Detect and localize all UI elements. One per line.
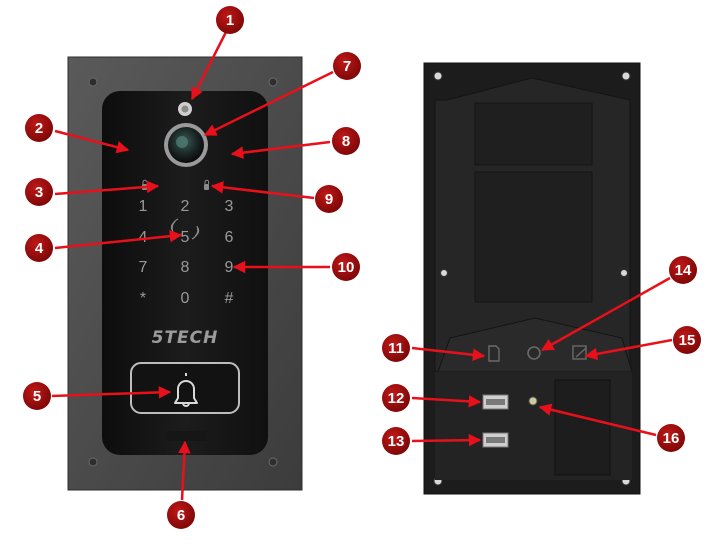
arrow-4	[54, 229, 183, 250]
arrow-13	[411, 433, 482, 447]
arrow-3	[54, 180, 160, 196]
svg-text:12: 12	[388, 390, 405, 407]
bell-icon	[174, 373, 198, 407]
arrow-9	[210, 181, 315, 200]
svg-text:8: 8	[342, 133, 350, 150]
key-hash[interactable]: #	[225, 290, 234, 307]
screw-icon	[433, 71, 443, 81]
svg-text:2: 2	[35, 120, 43, 137]
arrow-8	[230, 140, 331, 159]
svg-text:1: 1	[226, 12, 234, 29]
svg-text:16: 16	[663, 430, 680, 447]
callout-3: 3	[25, 178, 53, 206]
call-button[interactable]	[130, 362, 240, 414]
callout-6: 6	[167, 501, 195, 529]
arrow-12	[411, 395, 482, 408]
callout-14: 14	[669, 256, 697, 284]
screw-icon	[620, 269, 628, 277]
callout-15: 15	[673, 326, 701, 354]
key-2[interactable]: 2	[181, 198, 190, 215]
arrow-7	[203, 70, 334, 137]
svg-text:5: 5	[33, 388, 41, 405]
key-7[interactable]: 7	[139, 259, 148, 276]
back-recess-lower	[474, 171, 593, 303]
callout-10: 10	[332, 253, 360, 281]
keypad: 1 2 3 4 5 6 7 8 9 * 0 #	[139, 198, 234, 307]
arrow-14	[540, 276, 671, 352]
callout-4: 4	[25, 234, 53, 262]
arrow-15	[584, 338, 673, 361]
callout-16: 16	[657, 424, 685, 452]
callout-7: 7	[333, 52, 361, 80]
connector-port-2	[482, 432, 509, 448]
led-indicator-icon	[528, 396, 538, 406]
callout-9: 9	[315, 185, 343, 213]
lock-indicator-icon	[204, 179, 210, 190]
key-1[interactable]: 1	[139, 198, 148, 215]
callout-5: 5	[23, 382, 51, 410]
connector-port-1	[482, 394, 509, 410]
svg-text:13: 13	[388, 433, 405, 450]
callout-8: 8	[332, 127, 360, 155]
screw-icon	[268, 457, 278, 467]
arrow-1	[190, 31, 228, 101]
svg-text:9: 9	[325, 191, 333, 208]
key-4[interactable]: 4	[139, 229, 148, 246]
speaker-grille	[166, 431, 206, 441]
brand-logo: 5TECH	[152, 328, 219, 348]
arrow-6	[178, 440, 191, 501]
screw-icon	[88, 77, 98, 87]
key-0[interactable]: 0	[181, 290, 190, 307]
key-9[interactable]: 9	[225, 259, 234, 276]
key-8[interactable]: 8	[181, 259, 190, 276]
key-star[interactable]: *	[140, 290, 146, 307]
svg-text:10: 10	[338, 259, 355, 276]
svg-text:7: 7	[343, 58, 351, 75]
sd-card-icon	[488, 345, 500, 362]
callout-12: 12	[382, 384, 410, 412]
reset-icon	[527, 346, 541, 360]
key-5[interactable]: 5	[181, 229, 190, 246]
screw-icon	[621, 71, 631, 81]
svg-text:6: 6	[177, 507, 185, 524]
arrow-11	[411, 346, 486, 361]
arrow-2	[54, 129, 130, 154]
front-panel: 1 2 3 4 5 6 7 8 9 * 0 # 5TECH	[67, 56, 303, 491]
key-3[interactable]: 3	[225, 198, 234, 215]
back-panel	[423, 62, 641, 495]
terminal-block-divider	[554, 379, 611, 476]
callout-2: 2	[25, 114, 53, 142]
arrow-5	[51, 386, 172, 399]
screw-icon	[440, 269, 448, 277]
key-6[interactable]: 6	[225, 229, 234, 246]
callout-arrows	[51, 31, 673, 501]
screw-icon	[88, 457, 98, 467]
callout-11: 11	[382, 334, 410, 362]
callout-badges: 1 2 3 4 5 6 7 8 9 10 11 12 13 14 15 16	[23, 6, 701, 529]
screw-icon	[268, 77, 278, 87]
callout-13: 13	[382, 427, 410, 455]
svg-text:15: 15	[679, 332, 696, 349]
svg-text:14: 14	[675, 262, 692, 279]
back-recess-upper	[474, 102, 593, 166]
svg-text:3: 3	[35, 184, 43, 201]
arrow-16	[538, 403, 657, 437]
svg-text:4: 4	[35, 240, 44, 257]
callout-1: 1	[216, 6, 244, 34]
svg-text:11: 11	[388, 340, 404, 357]
